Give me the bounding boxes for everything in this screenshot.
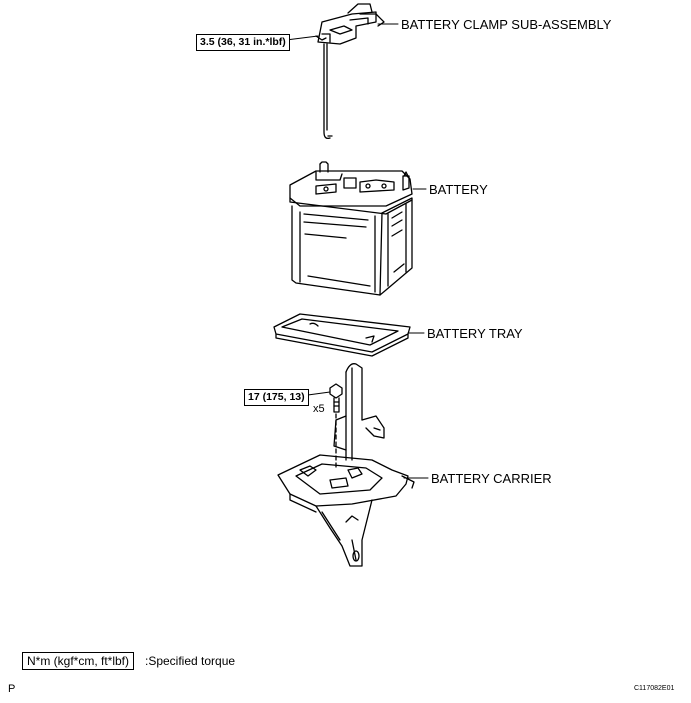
torque-spec-clamp: 3.5 (36, 31 in.*lbf) [196,34,290,51]
label-battery-tray: BATTERY TRAY [427,326,523,341]
page-mark-p: P [8,683,16,695]
torque-spec-carrier: 17 (175, 13) [244,389,309,406]
leader-lines [269,23,429,479]
battery-tray-drawing [273,313,411,357]
label-battery-carrier: BATTERY CARRIER [431,471,552,486]
battery-clamp-drawing [315,3,385,140]
label-battery: BATTERY [429,182,488,197]
carrier-bolt-drawing [329,383,343,469]
label-battery-clamp-sub-assembly: BATTERY CLAMP SUB-ASSEMBLY [401,17,612,32]
bolt-quantity: x5 [313,403,325,415]
figure-code: C117082E01 [634,685,675,692]
legend-specified-torque: :Specified torque [145,654,236,668]
legend-unit-box: N*m (kgf*cm, ft*lbf) [22,652,135,670]
battery-drawing [289,161,413,296]
